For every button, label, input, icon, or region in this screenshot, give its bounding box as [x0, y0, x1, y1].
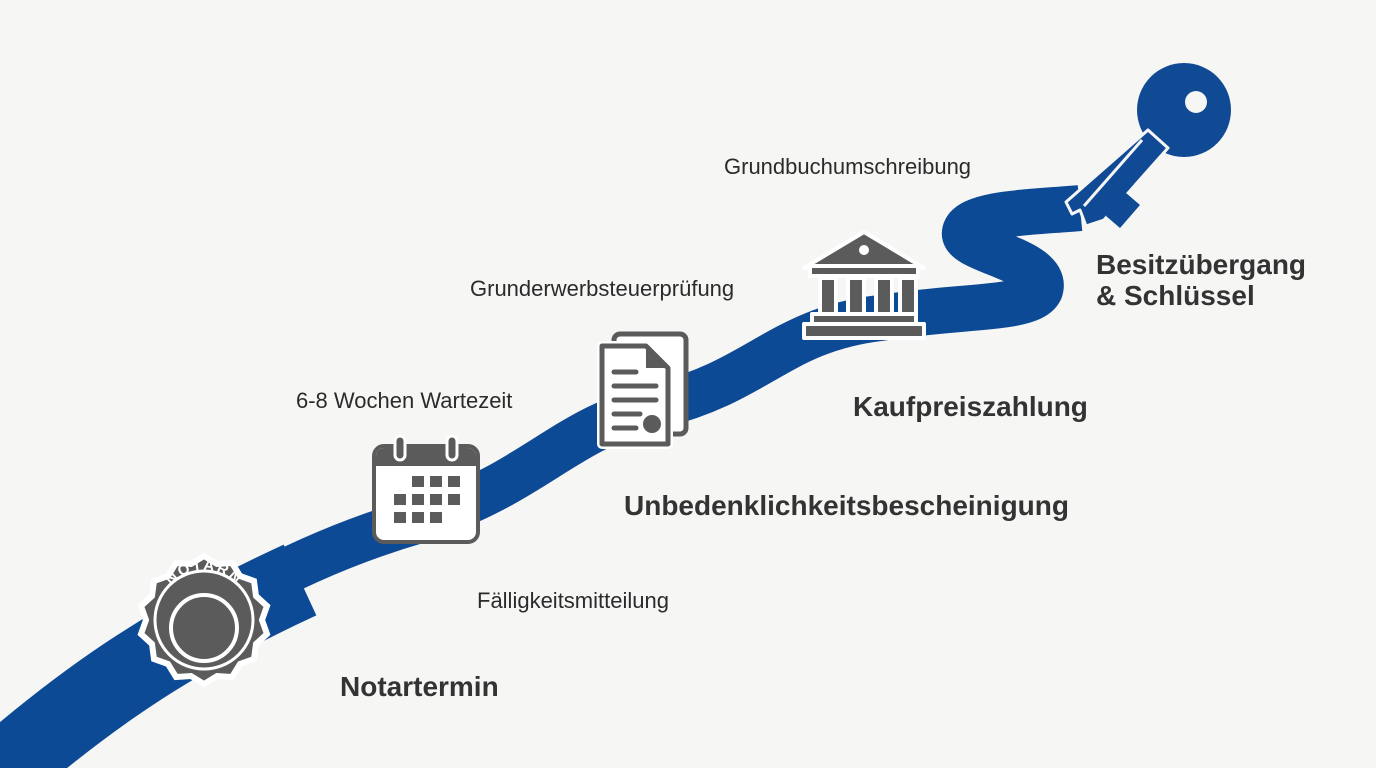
label-besitzuebergang-line1: Besitzübergang	[1096, 249, 1307, 280]
label-grundbuchumschreibung: Grundbuchumschreibung	[724, 154, 972, 179]
label-besitzuebergang: Besitzübergang & Schlüssel	[1096, 249, 1306, 311]
document-icon	[597, 331, 689, 449]
label-notartermin: Notartermin	[340, 671, 499, 702]
label-faelligkeitsmitteilung: Fälligkeitsmitteilung	[477, 588, 669, 613]
label-wartezeit: 6-8 Wochen Wartezeit	[296, 388, 513, 413]
label-grunderwerbsteuerpruefung: Grunderwerbsteuerprüfung	[470, 276, 735, 301]
notary-seal-icon: NOTARN	[137, 552, 271, 688]
bank-building-icon	[802, 230, 926, 340]
label-besitzuebergang-line2: & Schlüssel	[1096, 280, 1255, 311]
calendar-icon	[372, 434, 480, 544]
key-icon	[1064, 63, 1231, 228]
label-kaufpreiszahlung: Kaufpreiszahlung	[853, 391, 1088, 422]
road-path	[0, 185, 1083, 768]
label-unbedenklichkeitsbescheinigung: Unbedenklichkeitsbescheinigung	[624, 490, 1069, 521]
